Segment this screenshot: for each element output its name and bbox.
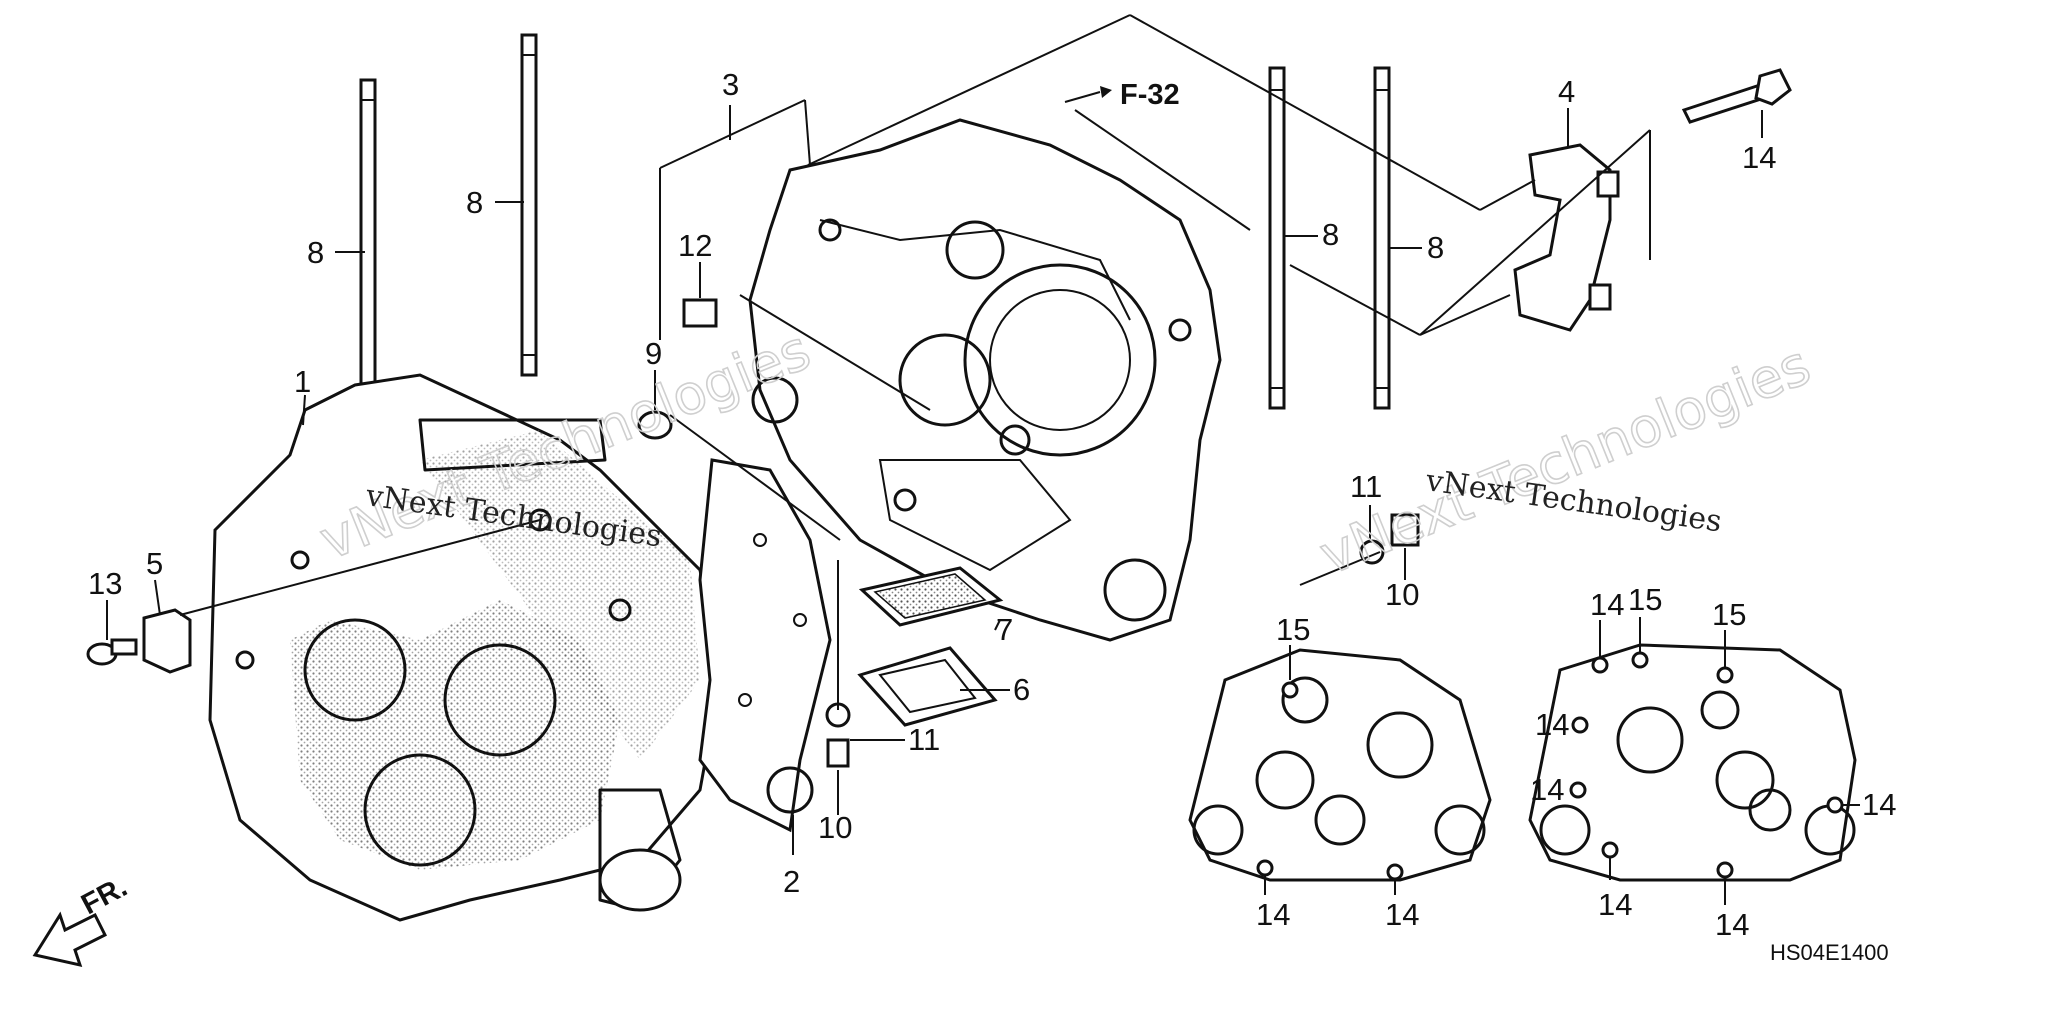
callout-14-gasket-c[interactable]: 14 — [1590, 587, 1624, 622]
callout-8-left-a[interactable]: 8 — [307, 235, 324, 270]
drain-bolt-right — [1359, 513, 1420, 565]
stud-bolt-left-a — [359, 78, 377, 422]
callout-15-b[interactable]: 15 — [1628, 582, 1662, 617]
callout-8-left-b[interactable]: 8 — [466, 185, 483, 220]
left-crankcase-drawing — [208, 373, 722, 922]
reference-arrow-shaft — [1064, 91, 1101, 103]
crankcase-gasket-drawing — [698, 458, 832, 833]
callout-14-bolt[interactable]: 14 — [1742, 140, 1776, 175]
oil-seal — [637, 410, 673, 440]
callout-14-gasket-b[interactable]: 14 — [1385, 897, 1419, 932]
callout-4[interactable]: 4 — [1558, 74, 1575, 109]
callout-14-gasket-g[interactable]: 14 — [1598, 887, 1632, 922]
section-reference: F-32 — [1064, 79, 1180, 111]
stud-bolt-right-b — [1373, 66, 1391, 410]
gasket-bolt-holes — [1256, 651, 1844, 881]
setting-plate — [142, 608, 192, 674]
front-mark-label: FR. — [76, 871, 132, 921]
stud-bolt-right-a — [1268, 66, 1286, 410]
reference-label[interactable]: F-32 — [1120, 79, 1180, 111]
callout-8-right-a[interactable]: 8 — [1322, 217, 1339, 252]
callout-14-gasket-f[interactable]: 14 — [1862, 787, 1896, 822]
drain-bolt-lower — [825, 702, 851, 815]
callout-10-lower[interactable]: 10 — [818, 810, 852, 845]
dowel-pin — [682, 298, 718, 328]
callout-14-gasket-e[interactable]: 14 — [1530, 772, 1564, 807]
front-arrow-icon — [32, 911, 108, 968]
callout-14-gasket-d[interactable]: 14 — [1535, 707, 1569, 742]
cover-gasket-right — [1528, 643, 1857, 882]
callout-11-right[interactable]: 11 — [1350, 469, 1382, 504]
callout-15-c[interactable]: 15 — [1712, 597, 1746, 632]
stud-bolt-left-b — [520, 33, 538, 377]
callout-7[interactable]: 7 — [996, 612, 1013, 647]
drawing-code: HS04E1400 — [1770, 940, 1889, 965]
callout-3[interactable]: 3 — [722, 67, 739, 102]
mounting-bracket — [1513, 143, 1620, 332]
callout-5[interactable]: 5 — [146, 546, 163, 581]
callout-12[interactable]: 12 — [678, 228, 712, 263]
callout-labels: 1 2 3 4 5 6 7 8 8 8 8 9 10 10 11 11 12 1… — [88, 67, 1896, 942]
callout-1[interactable]: 1 — [294, 364, 311, 399]
oil-strainer-screen — [858, 566, 1004, 627]
cover-gasket-left — [1188, 648, 1492, 882]
callout-14-gasket-a[interactable]: 14 — [1256, 897, 1290, 932]
right-crankcase-drawing — [748, 118, 1222, 642]
callout-11-lower[interactable]: 11 — [908, 722, 940, 757]
flange-bolt — [1681, 68, 1792, 124]
callout-8-right-b[interactable]: 8 — [1427, 230, 1444, 265]
oil-strainer-cover — [857, 646, 998, 727]
callout-2[interactable]: 2 — [783, 864, 800, 899]
callout-14-gasket-h[interactable]: 14 — [1715, 907, 1749, 942]
callout-15-a[interactable]: 15 — [1276, 612, 1310, 647]
callout-13[interactable]: 13 — [88, 566, 122, 601]
left-small-bolt — [86, 638, 138, 666]
callout-10-right[interactable]: 10 — [1385, 577, 1419, 612]
callout-6[interactable]: 6 — [1013, 672, 1030, 707]
front-direction-indicator: FR. — [32, 871, 133, 968]
reference-arrow-head — [1100, 86, 1112, 98]
callout-9[interactable]: 9 — [645, 336, 662, 371]
